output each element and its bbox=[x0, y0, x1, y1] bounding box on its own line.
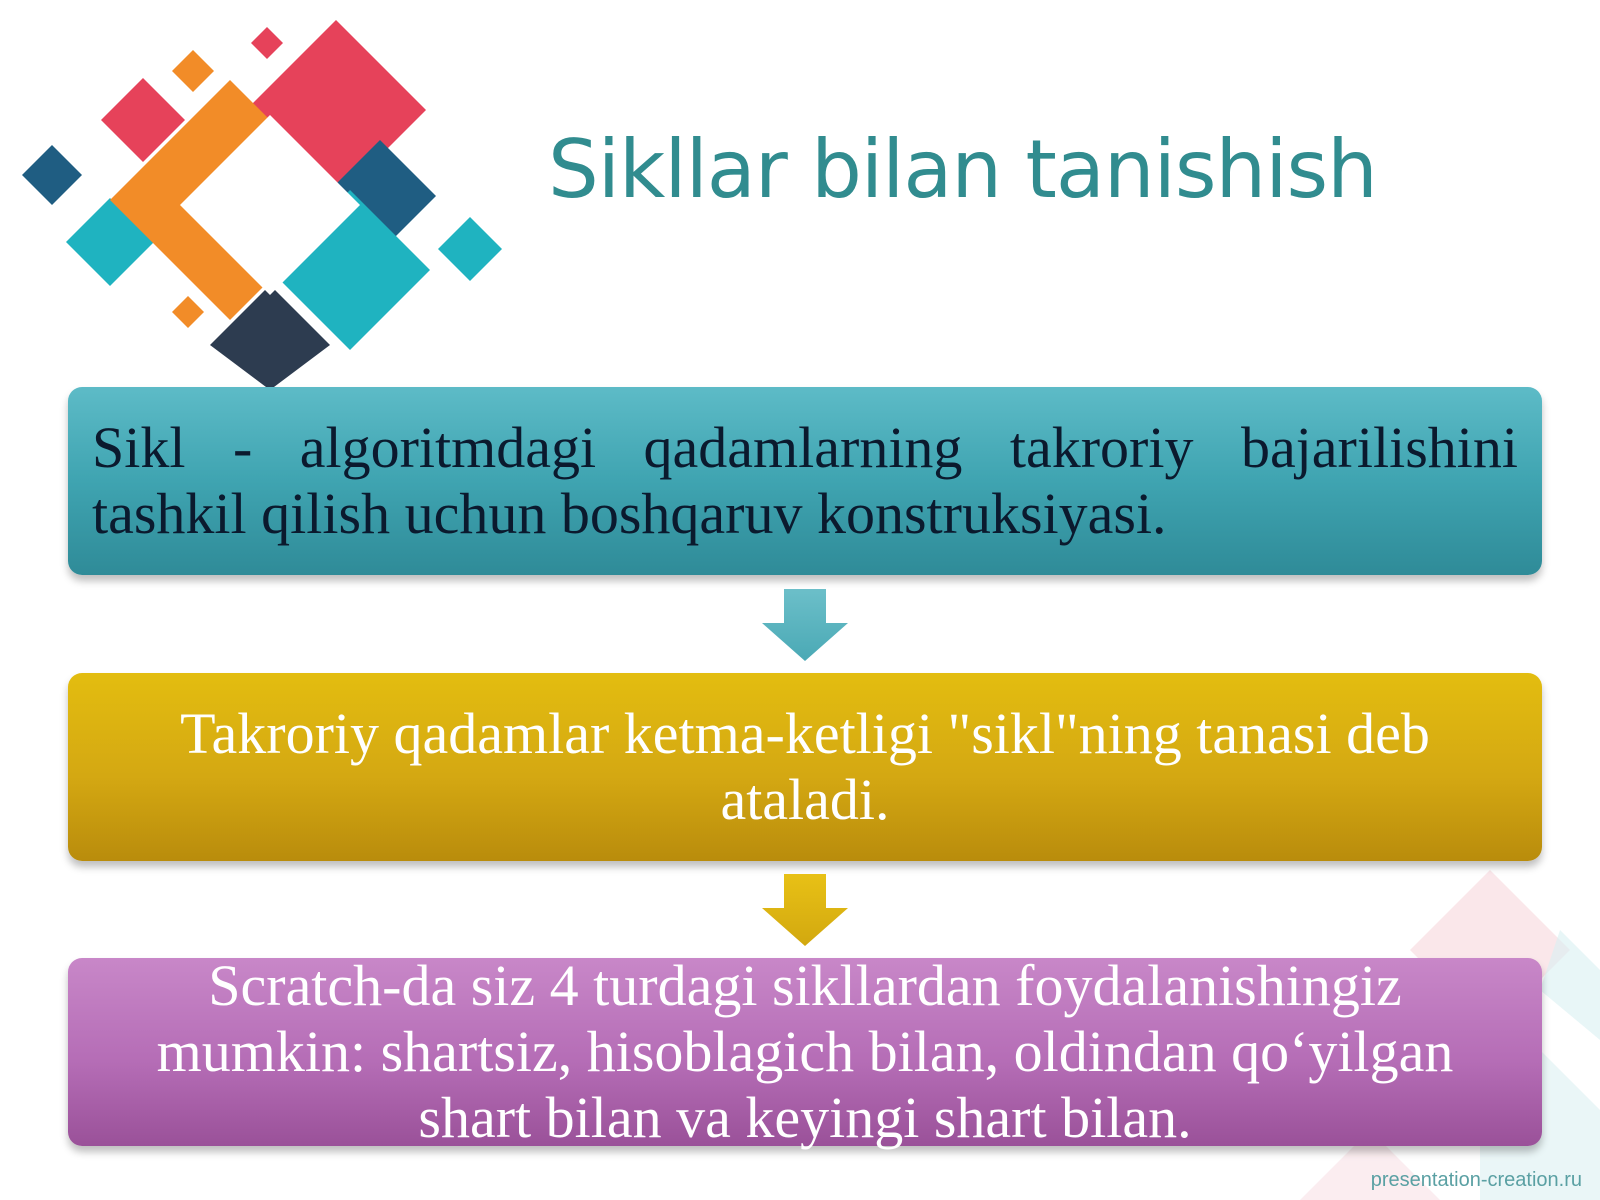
loop-body-text: Takroriy qadamlar ketma-ketligi "sikl"ni… bbox=[180, 701, 1430, 832]
arrow-down-icon bbox=[762, 874, 848, 946]
loop-body-box: Takroriy qadamlar ketma-ketligi "sikl"ni… bbox=[68, 673, 1542, 861]
definition-text: Sikl - algoritmdagi qadamlarning takrori… bbox=[92, 415, 1518, 546]
slide-title: Sikllar bilan tanishish bbox=[548, 123, 1378, 216]
scratch-loops-text: Scratch-da siz 4 turdagi sikllardan foyd… bbox=[156, 953, 1454, 1150]
diamond-logo-decoration bbox=[22, 20, 502, 390]
definition-box: Sikl - algoritmdagi qadamlarning takrori… bbox=[68, 387, 1542, 575]
watermark: presentation-creation.ru bbox=[1370, 1169, 1582, 1191]
scratch-loops-box: Scratch-da siz 4 turdagi sikllardan foyd… bbox=[68, 953, 1542, 1150]
arrow-down-icon bbox=[762, 589, 848, 661]
